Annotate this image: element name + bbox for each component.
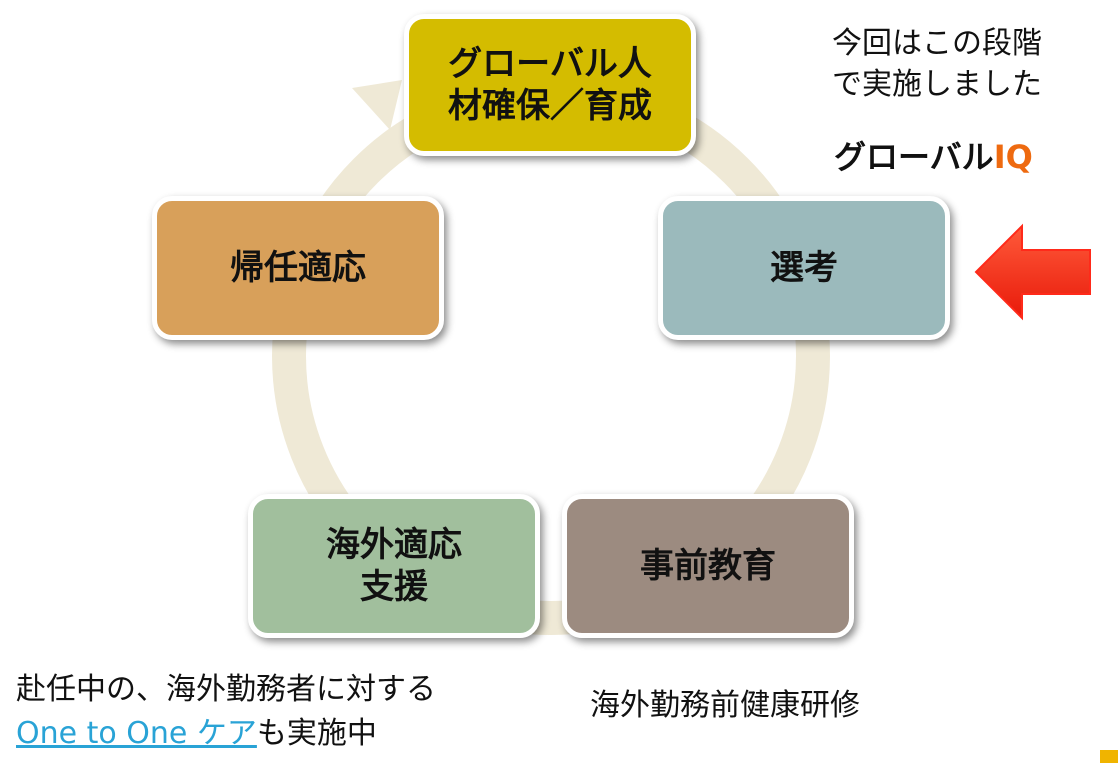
step-return-adaptation: 帰任適応	[152, 196, 444, 340]
phase-note: 今回はこの段階 で実施しました	[832, 26, 1042, 102]
brand-logo: グローバルIQ	[834, 132, 1033, 178]
step-return-adaptation-label: 帰任適応	[230, 247, 366, 288]
in-service-care-caption: 赴任中の、海外勤務者に対する One to One ケアも実施中	[16, 668, 436, 755]
step-overseas-support-label: 海外適応 支援	[326, 524, 462, 608]
pre-assignment-caption: 海外勤務前健康研修	[590, 688, 860, 723]
step-selection-label: 選考	[770, 247, 838, 288]
step-selection: 選考	[658, 196, 950, 340]
corner-mark	[1100, 750, 1118, 763]
brand-name: グローバル	[834, 138, 994, 176]
step-pre-education: 事前教育	[562, 494, 854, 638]
caption-left-line1: 赴任中の、海外勤務者に対する	[16, 672, 436, 707]
left-arrow-icon	[974, 223, 1091, 321]
one-to-one-care-link[interactable]: One to One ケア	[16, 715, 257, 751]
brand-accent: IQ	[993, 138, 1033, 176]
step-global-talent-label: グローバル人 材確保／育成	[448, 43, 652, 127]
step-global-talent: グローバル人 材確保／育成	[404, 14, 696, 156]
caption-left-suffix: も実施中	[256, 715, 377, 751]
caption-left-line2: One to One ケアも実施中	[16, 712, 436, 756]
cycle-arrowhead-icon	[352, 80, 402, 130]
step-pre-education-label: 事前教育	[640, 545, 776, 586]
step-overseas-support: 海外適応 支援	[248, 494, 540, 638]
